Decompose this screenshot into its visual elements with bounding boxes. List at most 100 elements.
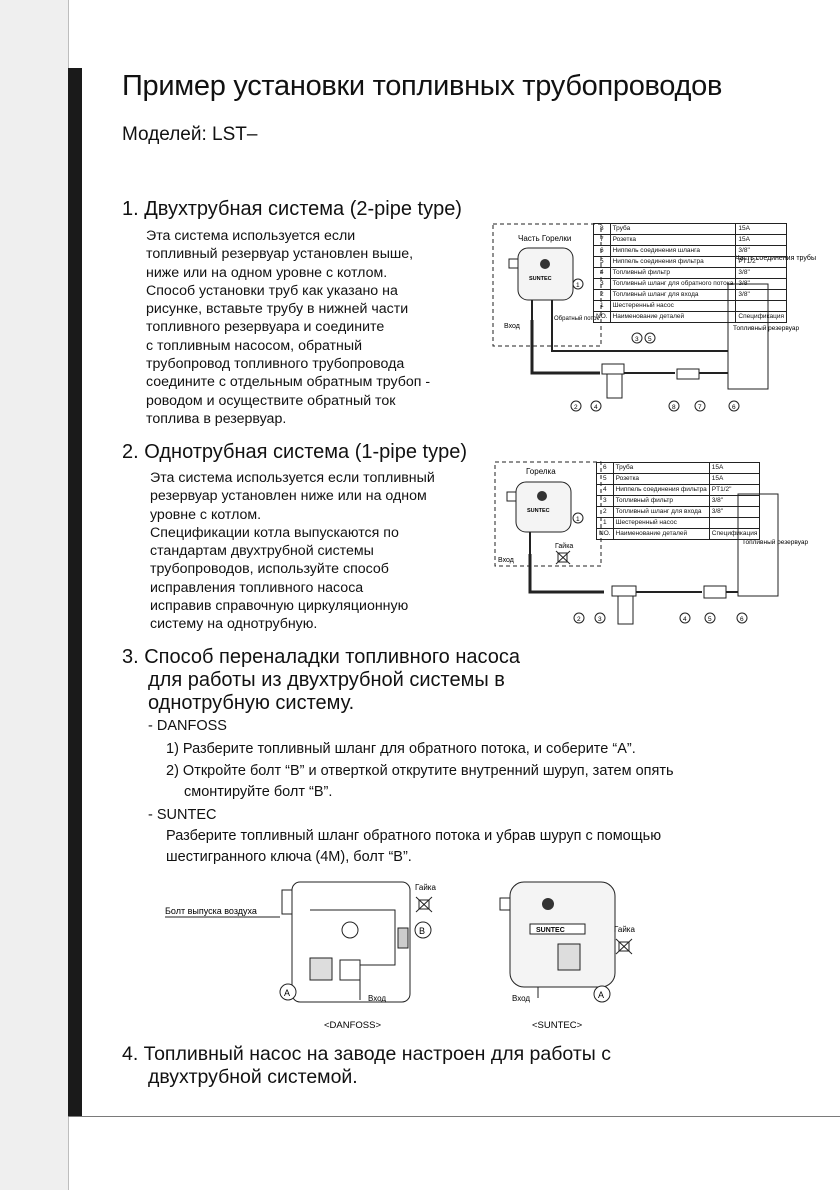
- filter-bowl: [606, 373, 623, 399]
- nut-label: Гайка: [614, 925, 635, 934]
- text-line: Эта система используется если: [146, 228, 356, 244]
- pump-brand: SUNTEC: [529, 276, 552, 282]
- inlet-label: Вход: [368, 994, 386, 1003]
- nut-icon: [615, 938, 633, 955]
- marker-1-label: 1: [576, 282, 580, 289]
- text-line: Спецификации котла выпускаются по: [150, 524, 399, 541]
- text-line: исправив справочную циркуляционную: [150, 598, 409, 615]
- inlet-label: Вход: [512, 994, 530, 1003]
- text-line: топлива в резервуар.: [146, 410, 287, 427]
- note-line: 4. Топливный насос на заводе настроен дл…: [122, 1043, 611, 1065]
- nut-icon: [555, 550, 571, 565]
- marker-3: [594, 612, 606, 624]
- suntec-caption: <SUNTEC>: [532, 1020, 583, 1031]
- section4-note: 4. Топливный насос на заводе настроен дл…: [122, 1043, 611, 1089]
- danfoss-step-2-cont: смонтируйте болт “B”.: [184, 784, 333, 800]
- section1-heading: 1. Двухтрубная система (2-pipe type): [122, 198, 462, 220]
- filter-head: [611, 585, 637, 597]
- danfoss-step-1: 1) Разберите топливный шланг для обратно…: [166, 741, 636, 757]
- suntec-title: - SUNTEC: [148, 807, 217, 823]
- marker-5: [644, 332, 656, 344]
- gear-pump-icon: SUNTEC: [506, 481, 572, 533]
- heading-line: 3. Способ переналадки топливного насоса: [122, 646, 520, 668]
- marker-8: [668, 400, 680, 412]
- marker-4-label: 4: [683, 616, 687, 623]
- note-line: двухтрубной системой.: [148, 1066, 358, 1088]
- tank-label: Топливный резервуар: [733, 324, 799, 332]
- port-a: [309, 957, 333, 981]
- heading-line: для работы из двухтрубной системы в: [148, 669, 505, 691]
- nut-label: Гайка: [415, 883, 436, 892]
- filter-head: [601, 363, 625, 375]
- label-b: B: [419, 926, 425, 936]
- nut-icon: [415, 896, 433, 913]
- marker-4-label: 4: [594, 404, 598, 411]
- marker-6: [736, 612, 748, 624]
- text-line: исправления топливного насоса: [150, 579, 364, 596]
- marker-5-label: 5: [708, 616, 712, 623]
- one-pipe-diagram: Горелка SUNTEC 1 Гайка Вход Топливный ре…: [494, 461, 808, 625]
- socket: [703, 585, 727, 599]
- text-line: топливный резервуар установлен выше,: [146, 246, 414, 263]
- marker-2: [570, 400, 582, 412]
- section2-heading: 2. Однотрубная система (1-pipe type): [122, 441, 467, 463]
- text-line: Эта система используется если топливный: [150, 470, 435, 486]
- return-flow-label: Обратный поток: [554, 315, 600, 322]
- label-a: A: [284, 988, 290, 998]
- gear-pump-icon: SUNTEC: [508, 247, 574, 301]
- return-plug: [557, 943, 581, 971]
- marker-2: [573, 612, 585, 624]
- section3-heading: 3. Способ переналадки топливного насоса …: [122, 646, 520, 715]
- marker-6-label: 6: [740, 616, 744, 623]
- marker-3-label: 3: [598, 616, 602, 623]
- text-line: соедините с отдельным обратным трубоп -: [146, 374, 431, 391]
- filter-bowl: [617, 595, 634, 625]
- air-bolt-label: Болт выпуска воздуха: [165, 906, 257, 916]
- suntec-line-1: Разберите топливный шланг обратного пото…: [166, 828, 662, 844]
- return-hose: [551, 320, 736, 352]
- bottom-rule: [68, 1116, 840, 1117]
- text-line: ниже или на одном уровне с котлом.: [146, 264, 388, 281]
- text-line: систему на однотрубную.: [150, 616, 318, 633]
- burner-label: Горелка: [526, 467, 556, 476]
- section1-text: Эта система используется если топливный …: [146, 227, 491, 428]
- nut-label: Гайка: [555, 542, 573, 550]
- marker-4: [679, 612, 691, 624]
- marker-1: [572, 278, 584, 290]
- inlet-label: Вход: [498, 557, 514, 564]
- danfoss-step-2: 2) Откройте болт “B” и отверткой открути…: [166, 763, 674, 779]
- bolt-b: [397, 927, 409, 949]
- pump-brand: SUNTEC: [536, 927, 565, 934]
- text-line: рисунке, вставьте трубу в нижней части: [146, 301, 409, 318]
- marker-7: [694, 400, 706, 412]
- heading-line: однотрубную систему.: [148, 692, 355, 714]
- text-line: резервуар установлен ниже или на одном: [150, 488, 427, 505]
- marker-1-label: 1: [576, 516, 580, 523]
- text-line: роводом и осуществите обратный ток: [146, 392, 396, 409]
- burner-part-label: Часть Горелки: [518, 234, 571, 243]
- marker-1: [572, 512, 584, 524]
- text-line: уровне с котлом.: [150, 506, 262, 523]
- marker-3: [631, 332, 643, 344]
- pump-brand: SUNTEC: [527, 508, 550, 514]
- inlet-hose: [530, 320, 600, 375]
- models-line: Моделей: LST–: [122, 124, 258, 145]
- suntec-line-2: шестигранного ключа (4M), болт “B”.: [166, 849, 412, 865]
- marker-5: [704, 612, 716, 624]
- marker-7-label: 7: [698, 404, 702, 411]
- page-side-bar: [68, 68, 82, 1116]
- marker-6: [728, 400, 740, 412]
- marker-3-label: 3: [635, 336, 639, 343]
- page-margin-strip: [0, 0, 69, 1190]
- inlet-label: Вход: [504, 323, 520, 330]
